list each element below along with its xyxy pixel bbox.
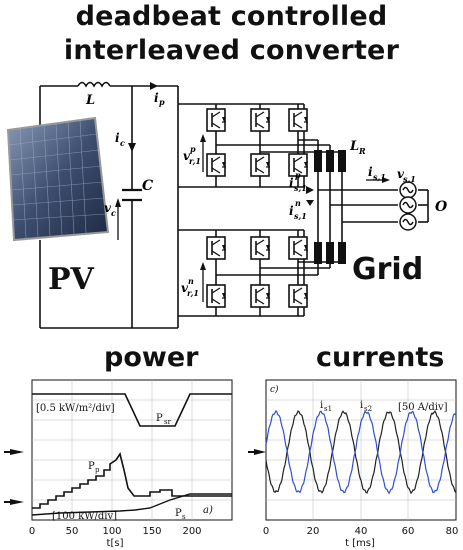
- is2-series-line: [265, 409, 457, 495]
- isp-label: i: [289, 176, 294, 190]
- isp-sup: p: [295, 170, 301, 180]
- power-heading: power: [104, 342, 199, 373]
- vr-p-arrow-icon: [200, 134, 206, 172]
- pv-panel-image: [6, 116, 110, 242]
- ps-label: P: [175, 508, 182, 519]
- power-x-tick-4: 200: [182, 526, 201, 537]
- pp-sub: p: [95, 466, 100, 474]
- is2-label: i: [360, 400, 363, 411]
- title-line-2: interleaved converter: [63, 35, 400, 66]
- power-scale-irradiance: [0.5 kW/m²/div]: [36, 403, 115, 414]
- vr-n-sup: n: [188, 276, 194, 286]
- power-x-tick-1: 50: [66, 526, 79, 537]
- ic-label: i: [115, 131, 120, 145]
- capacitor-label: C: [142, 178, 153, 194]
- power-scale-power: [100 kW/div]: [52, 511, 117, 522]
- is1-series-line: [265, 409, 457, 495]
- vc-arrow-icon: [115, 198, 121, 240]
- currents-x-tick-0: 0: [263, 526, 269, 537]
- currents-x-tick-3: 60: [402, 526, 415, 537]
- isp-arrow-icon: [306, 186, 314, 194]
- vr-p-label: v: [183, 149, 191, 163]
- grid-label: Grid: [352, 252, 424, 287]
- isp-sub: s,1: [294, 183, 307, 193]
- vc-label: v: [104, 201, 112, 215]
- is2-sub: s2: [364, 405, 372, 413]
- psr-sub: sr: [164, 418, 172, 426]
- pp-series-line: [32, 452, 232, 509]
- is1-sub: s1: [324, 405, 332, 413]
- currents-x-axis-label: t [ms]: [345, 538, 375, 549]
- power-x-tick-0: 0: [29, 526, 35, 537]
- capacitor-symbol: [122, 188, 142, 202]
- isn-label: i: [289, 204, 294, 218]
- ip-arrow-icon: [150, 82, 158, 90]
- psr-label: P: [156, 413, 163, 424]
- vs-sub: s,1: [403, 174, 416, 184]
- vr-n-label: v: [181, 281, 189, 295]
- is1-label: i: [320, 400, 323, 411]
- vc-sub: c: [111, 208, 116, 218]
- power-grid: [32, 380, 232, 520]
- pv-label: PV: [48, 262, 94, 297]
- power-x-axis-label: t[s]: [107, 538, 124, 549]
- vs-label: v: [397, 167, 405, 181]
- ic-arrow-icon: [128, 143, 136, 152]
- is-arrow-icon: [366, 177, 390, 183]
- power-x-tick-2: 100: [102, 526, 121, 537]
- currents-scale: [50 A/div]: [398, 402, 448, 413]
- ip-label: i: [154, 91, 159, 105]
- currents-panel-tag: c): [270, 384, 279, 395]
- ic-sub: c: [120, 138, 125, 148]
- is-label: i: [368, 165, 373, 179]
- vr-p-sub: r,1: [189, 156, 201, 166]
- grid-sources: [399, 181, 417, 231]
- is-sub: s,1: [373, 172, 386, 182]
- o-label: O: [435, 199, 448, 215]
- pp-label: P: [88, 461, 95, 472]
- isn-arrow-icon: [306, 200, 314, 206]
- psr-series-line: [32, 393, 232, 427]
- coupled-inductors: [314, 150, 346, 264]
- vr-n-sub: r,1: [187, 288, 199, 298]
- currents-x-tick-2: 40: [355, 526, 368, 537]
- lr-sub: R: [358, 146, 366, 156]
- currents-heading: currents: [316, 342, 445, 373]
- currents-x-tick-4: 80: [446, 526, 459, 537]
- power-panel-tag: a): [203, 505, 213, 516]
- ps-sub: s: [182, 513, 186, 521]
- vr-p-sup: p: [190, 144, 196, 154]
- isn-sup: n: [295, 198, 301, 208]
- vr-n-arrow-icon: [200, 262, 206, 302]
- ip-sub: p: [159, 97, 165, 107]
- lr-label: L: [349, 139, 359, 154]
- inductor-label: L: [85, 93, 95, 108]
- power-x-tick-3: 150: [142, 526, 161, 537]
- currents-x-tick-1: 20: [307, 526, 320, 537]
- ps-series-line: [31, 493, 232, 516]
- isn-sub: s,1: [294, 211, 307, 221]
- title-line-1: deadbeat controlled: [75, 1, 388, 32]
